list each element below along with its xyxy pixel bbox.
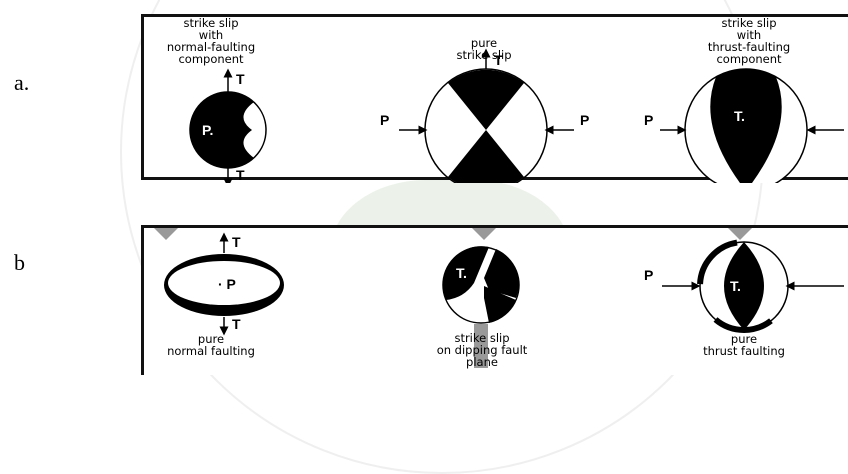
label-b3-t: T. [730,278,741,294]
pointer-b2 [472,228,496,240]
label-a3-t: T. [734,108,745,124]
label-a1-t-top: T [236,71,245,87]
label-a1-p: P. [202,122,213,138]
label-a2-t-bottom: T [494,167,503,183]
pointer-b3 [728,228,752,240]
panel-a-diagrams: P. T T T T P P T. P P [144,17,848,183]
label-a1-t-bottom: T [236,167,245,183]
label-b1-t-bottom: T [232,316,241,332]
label-b1-p: · P [218,276,236,292]
beachball-a2 [399,53,574,183]
label-b2-t: T. [456,265,467,281]
label-a2-t-top: T [494,52,503,68]
label-b3-p-left: P [644,267,653,283]
label-b2-p: P. [490,281,501,297]
row-label-a: a. [14,70,29,96]
label-a2-p-left: P [380,112,389,128]
label-a3-p-left: P [644,112,653,128]
label-a2-p-right: P [580,112,589,128]
beachball-a3 [660,69,844,183]
pointer-b1 [154,228,178,240]
label-b1-t-top: T [232,234,241,250]
beachball-b3 [662,242,844,330]
row-label-b: b [14,250,25,276]
